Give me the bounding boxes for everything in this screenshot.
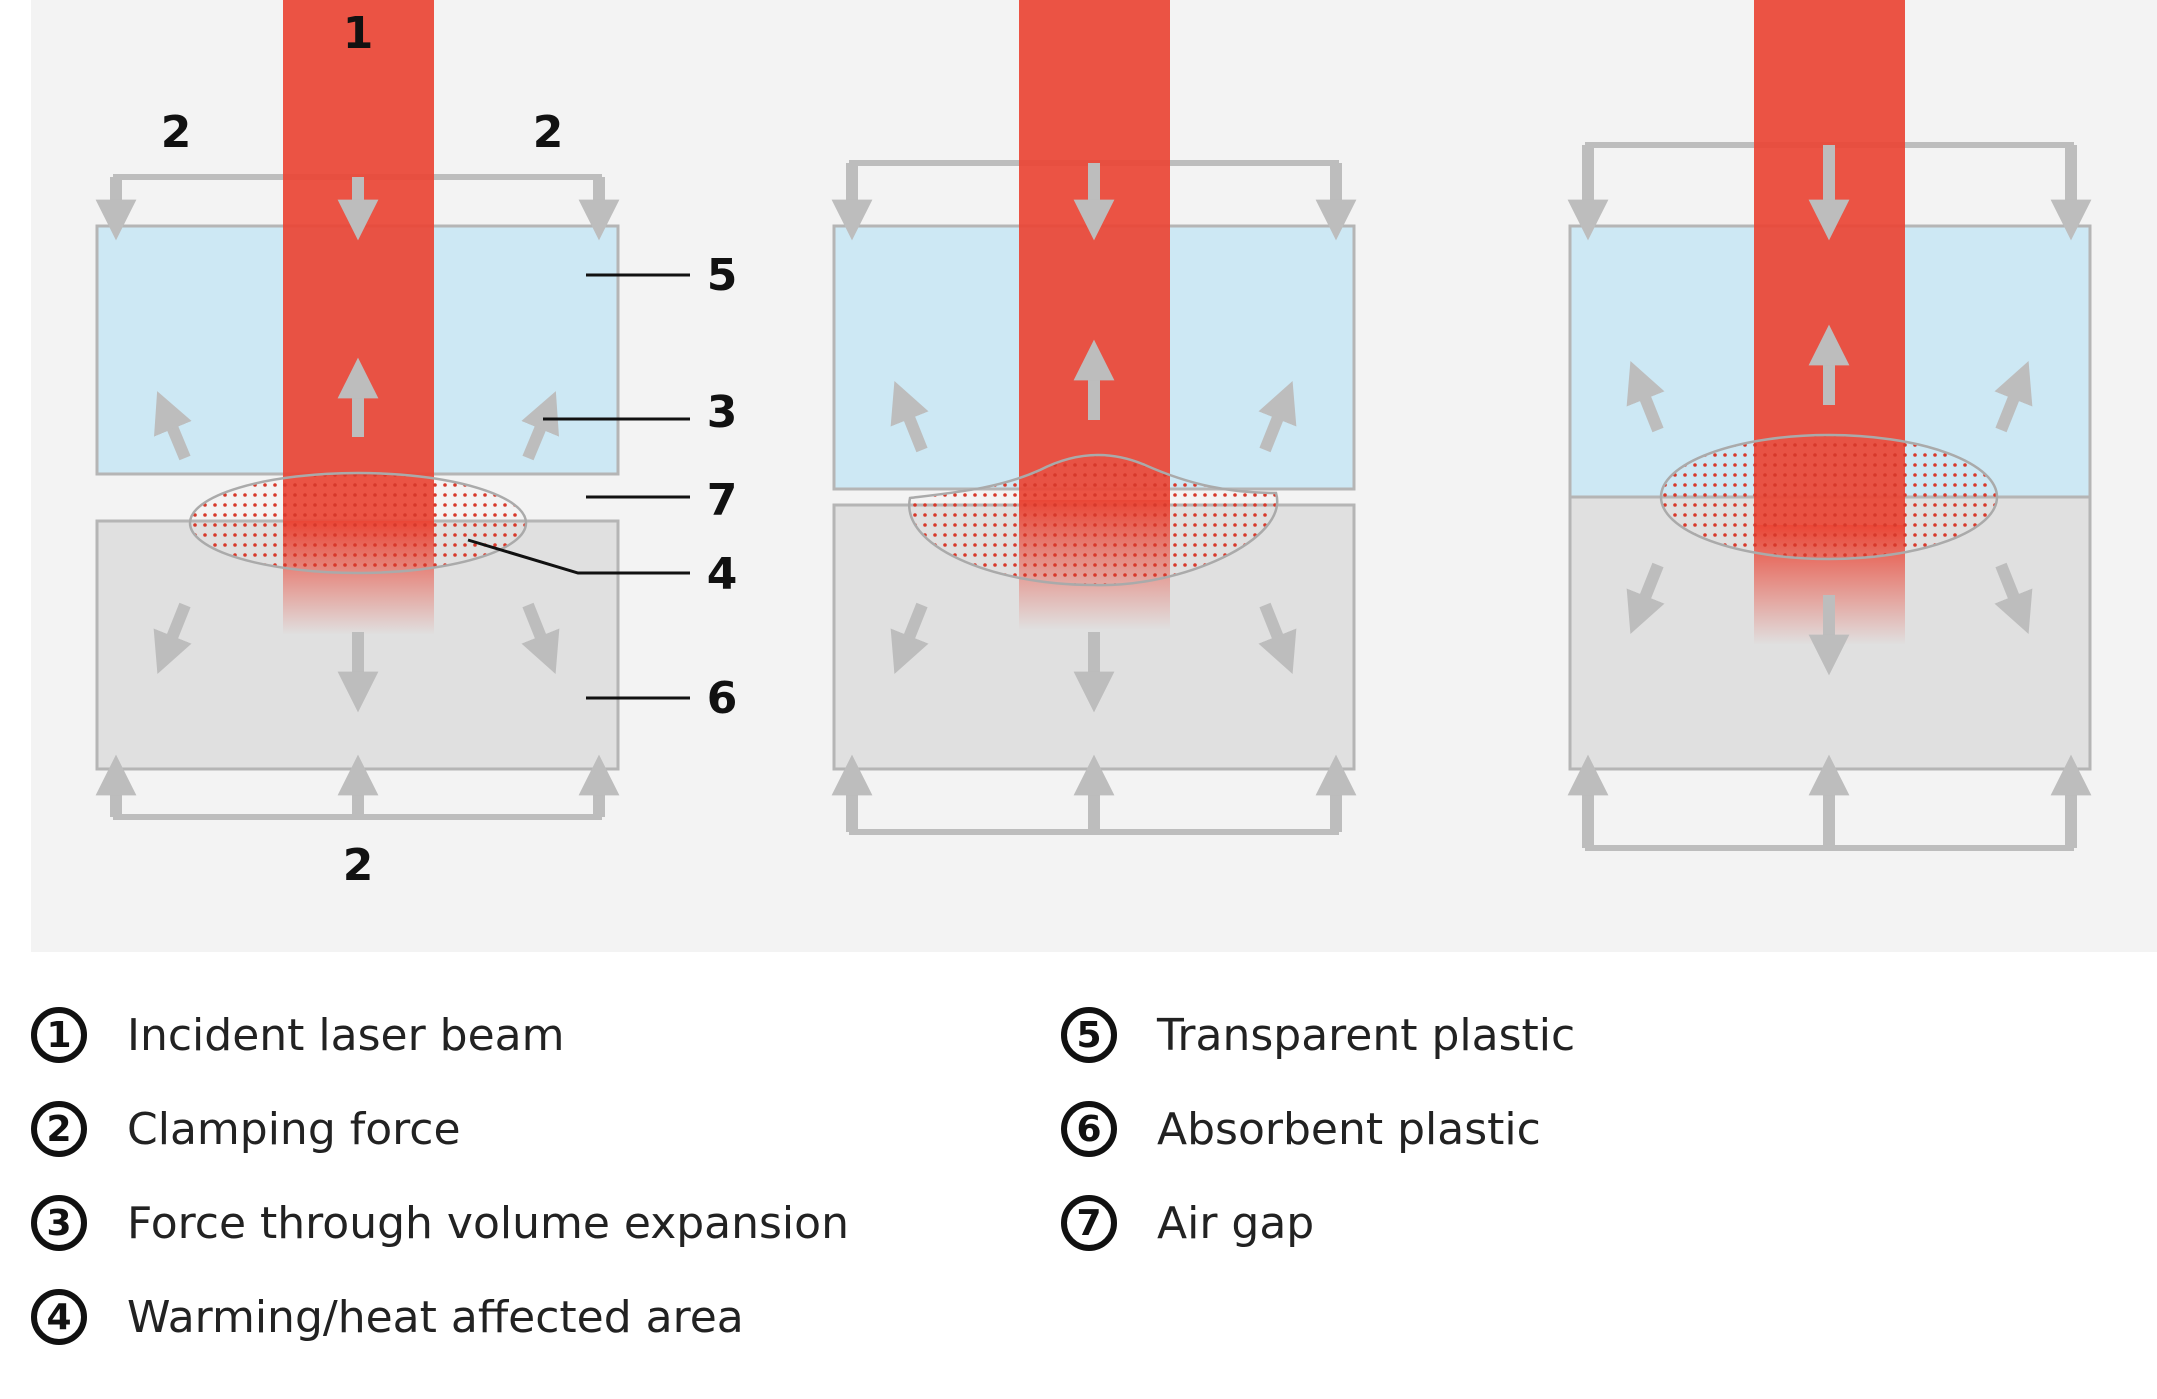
callout-4-heat-area: 4 bbox=[707, 549, 738, 600]
stage-2-melting bbox=[831, 0, 1357, 835]
laser-beam bbox=[1019, 0, 1170, 500]
expansion-arrow-down-right bbox=[521, 602, 560, 674]
callout-1-laser-beam: 1 bbox=[343, 8, 374, 59]
leader-line-4 bbox=[467, 538, 690, 575]
melt-zone bbox=[908, 453, 1279, 587]
callout-5-transparent-plastic: 5 bbox=[707, 250, 738, 301]
expansion-arrow-down-right bbox=[1258, 602, 1297, 674]
expansion-arrow-up-right bbox=[1994, 361, 2033, 433]
heat-affected-zone bbox=[188, 471, 528, 575]
expansion-arrow-down-left bbox=[153, 602, 192, 674]
expansion-arrow-up-right bbox=[1258, 381, 1297, 453]
callout-2-clamp-bottom: 2 bbox=[343, 840, 374, 891]
callout-6-absorbent-plastic: 6 bbox=[707, 673, 738, 724]
expansion-arrow-down-left bbox=[1626, 562, 1665, 634]
callout-7-air-gap: 7 bbox=[707, 475, 738, 526]
expansion-arrow-down-right bbox=[1994, 562, 2033, 634]
expansion-arrow-up-left bbox=[154, 391, 192, 461]
weld-zone bbox=[1659, 433, 1999, 561]
laser-beam bbox=[283, 0, 434, 521]
expansion-arrow-up-left bbox=[890, 381, 929, 453]
stage-3-joined bbox=[1567, 0, 2092, 851]
callout-2-clamp-right: 2 bbox=[533, 107, 564, 158]
stage-1-before-contact: 1 2 2 2 5 3 7 4 6 bbox=[95, 0, 738, 891]
callout-3-volume-expansion: 3 bbox=[707, 387, 738, 438]
callout-2-clamp-left: 2 bbox=[161, 107, 192, 158]
expansion-arrow-down-left bbox=[890, 602, 929, 674]
expansion-arrow-up-left bbox=[1626, 361, 1665, 433]
